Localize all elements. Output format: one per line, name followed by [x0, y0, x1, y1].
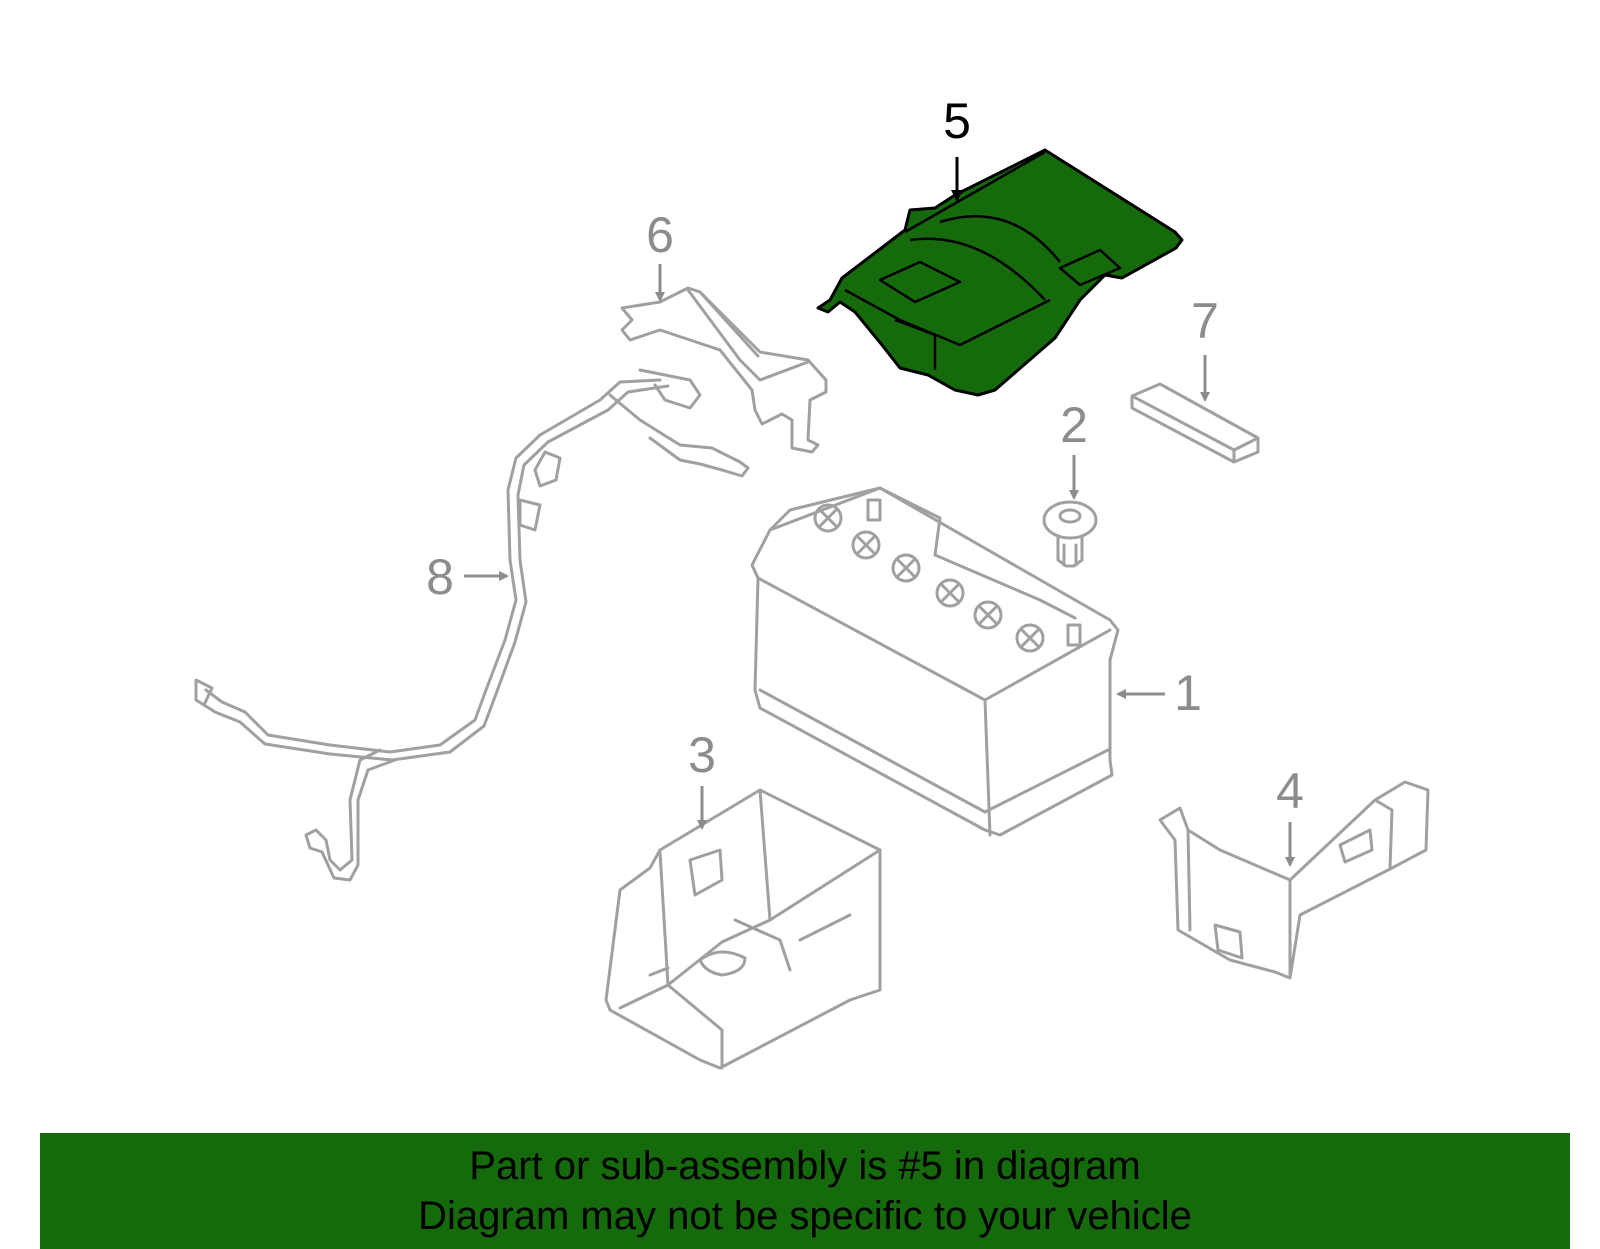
callout-4-number: 4	[1276, 763, 1304, 819]
callout-8[interactable]: 8	[426, 549, 509, 605]
footer-line-part-number: Part or sub-assembly is #5 in diagram	[469, 1144, 1141, 1188]
part-4-support-bracket[interactable]	[1158, 780, 1430, 980]
callout-5-number: 5	[943, 93, 971, 149]
part-2-clip[interactable]	[1042, 500, 1098, 568]
callout-7[interactable]: 7	[1191, 293, 1219, 402]
callout-4[interactable]: 4	[1276, 763, 1304, 867]
footer-banner: Part or sub-assembly is #5 in diagram Di…	[40, 1133, 1570, 1249]
callout-6-number: 6	[646, 207, 674, 263]
part-8-battery-cable[interactable]	[194, 368, 750, 882]
callout-2-number: 2	[1060, 397, 1088, 453]
callout-2[interactable]: 2	[1060, 397, 1088, 500]
callout-7-number: 7	[1191, 293, 1219, 349]
callout-8-number: 8	[426, 549, 454, 605]
callout-1-number: 1	[1174, 665, 1202, 721]
callout-3[interactable]: 3	[688, 727, 716, 830]
part-6-bracket[interactable]	[620, 286, 828, 454]
part-3-battery-tray[interactable]	[604, 788, 882, 1070]
footer-line-disclaimer: Diagram may not be specific to your vehi…	[418, 1194, 1192, 1238]
callout-6[interactable]: 6	[646, 207, 674, 302]
callout-3-number: 3	[688, 727, 716, 783]
part-7-pad[interactable]	[1130, 382, 1260, 464]
callout-1[interactable]: 1	[1116, 665, 1202, 721]
part-5-battery-cover[interactable]	[816, 148, 1184, 397]
callout-5[interactable]: 5	[943, 93, 971, 202]
part-1-battery[interactable]	[750, 486, 1120, 837]
